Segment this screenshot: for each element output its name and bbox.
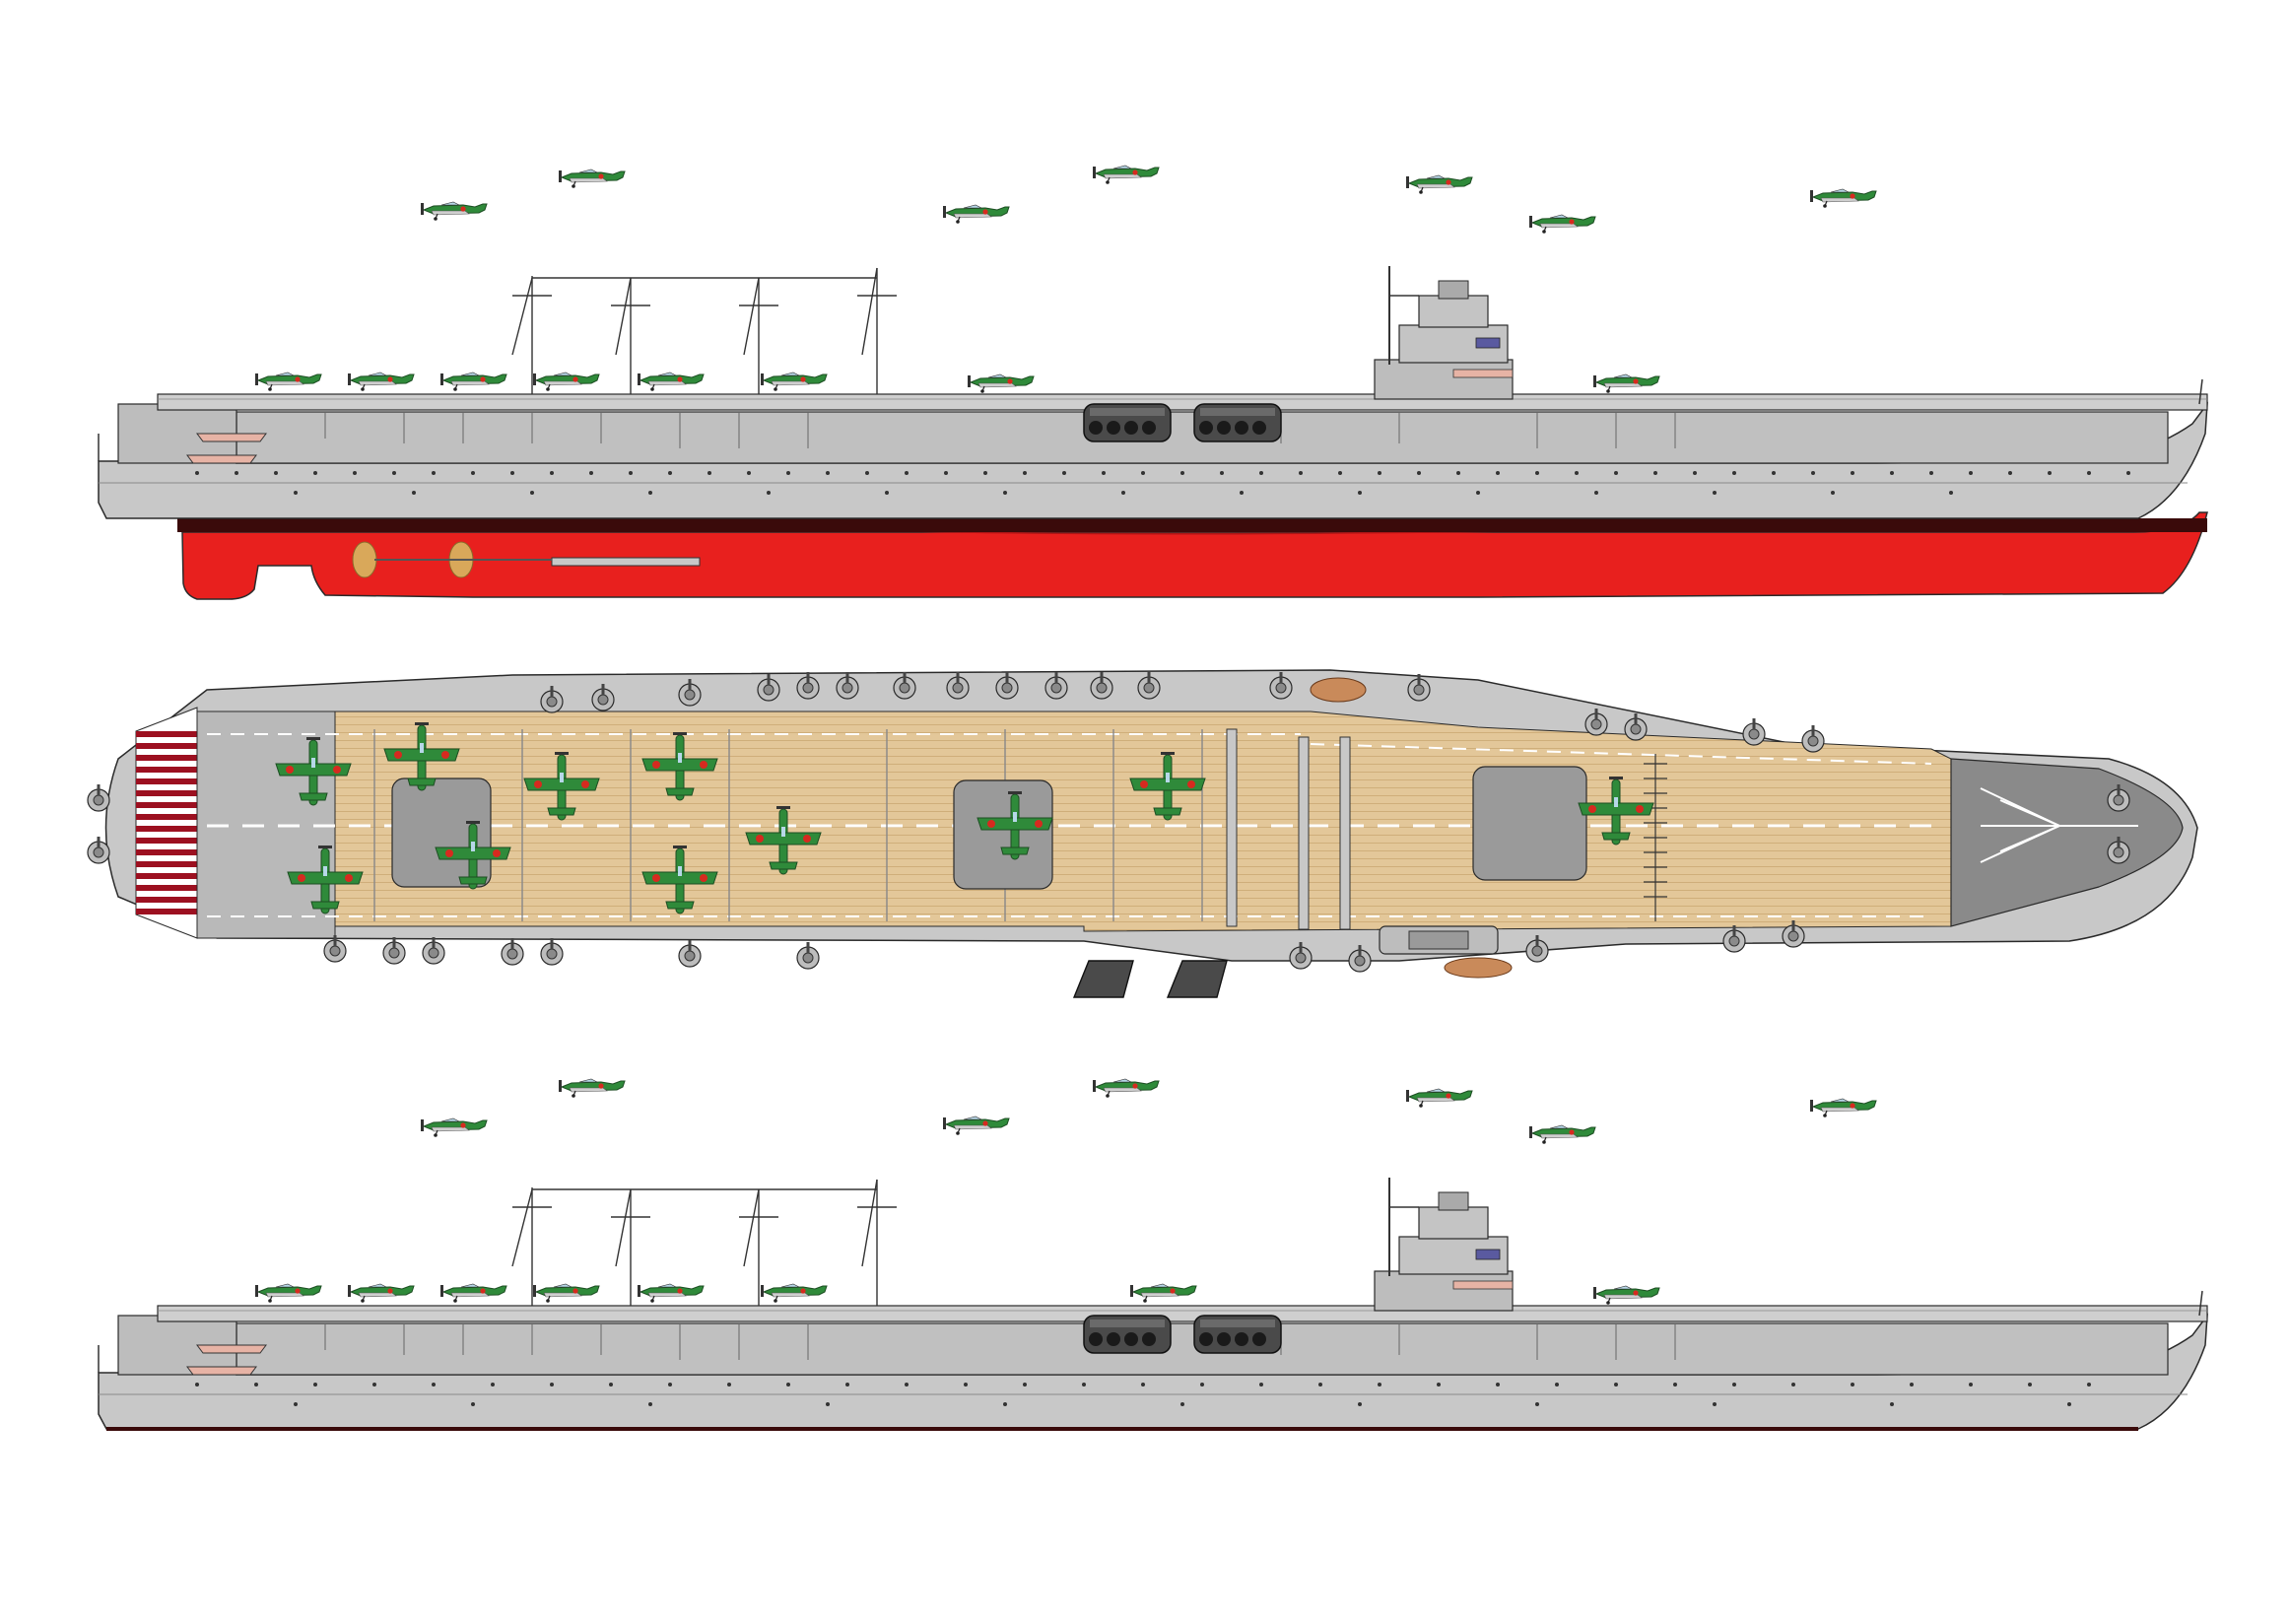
- plan-view: [87, 669, 2198, 998]
- profile-view-bottom: [98, 1078, 2208, 1431]
- boat: [186, 1366, 257, 1376]
- funnel: [1083, 403, 1172, 442]
- jackstaff-bottom: [2198, 1290, 2203, 1317]
- radio-masts-bottom: [511, 1179, 897, 1306]
- island-superstructure-top: [1374, 266, 1514, 400]
- lower-hull-red: [181, 511, 2208, 600]
- funnels-plan: [1072, 960, 1228, 998]
- waterline-band: [177, 518, 2207, 532]
- jackstaff: [2198, 378, 2203, 405]
- funnel: [1193, 403, 1282, 442]
- radio-masts-top: [511, 267, 897, 394]
- forward-elevator: [1472, 766, 1587, 881]
- rudder-shaft: [551, 557, 701, 567]
- island-plan: [1379, 925, 1513, 979]
- profile-view-top: [98, 165, 2208, 600]
- flight-deck-wood: [334, 710, 1952, 932]
- flight-deck-edge-bottom: [157, 1305, 2208, 1322]
- arrester-wires: [373, 729, 1203, 921]
- island-superstructure-bottom: [1374, 1178, 1514, 1312]
- deck-scale-bar: [1644, 754, 1667, 921]
- stern-stripes: [135, 707, 198, 939]
- propeller-1: [352, 541, 377, 578]
- boat: [196, 433, 267, 442]
- waterline-band-bottom: [106, 1427, 2138, 1431]
- flight-deck-edge: [157, 393, 2208, 411]
- bow-arrows: [1980, 787, 2138, 863]
- portholes-top: [195, 471, 2130, 495]
- crash-barriers: [1226, 728, 1351, 930]
- mid-elevator: [953, 779, 1053, 890]
- deck-edge-lines: [207, 733, 1932, 917]
- boat: [186, 454, 257, 464]
- searchlight-platform: [1310, 677, 1367, 703]
- funnel: [1083, 1315, 1172, 1354]
- funnel: [1193, 1315, 1282, 1354]
- portholes-bottom: [195, 1383, 2091, 1406]
- boat: [196, 1344, 267, 1354]
